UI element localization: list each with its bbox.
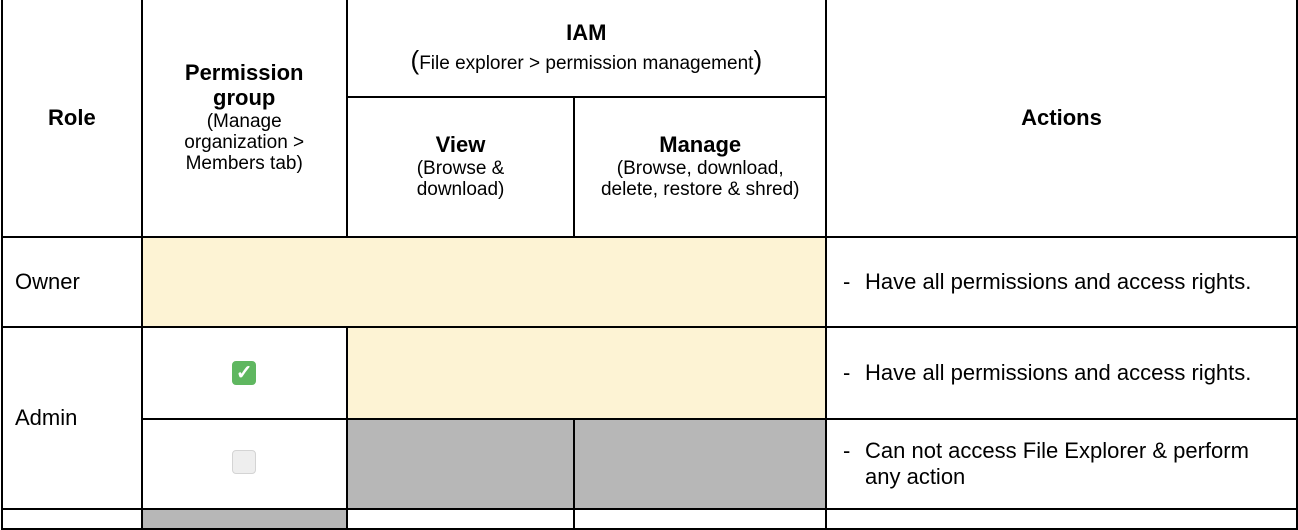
table-row-admin-checked: Admin ✓ -Have all permissions and access… <box>1 326 1298 510</box>
header-view: View (Browse & download) <box>345 96 576 238</box>
role-owner: Owner <box>1 236 143 328</box>
header-manage: Manage (Browse, download, delete, restor… <box>573 96 827 238</box>
next-row-cell-3 <box>345 508 576 530</box>
admin-iam-highlight <box>345 326 828 420</box>
header-role: Role <box>1 0 143 238</box>
next-row-cell-1 <box>1 508 143 530</box>
next-row-cell-4 <box>573 508 827 530</box>
admin-manage-disabled <box>573 418 827 510</box>
admin-permission-group-unchecked <box>140 418 348 510</box>
table-row-next <box>1 508 1298 530</box>
admin-permission-group-checked: ✓ <box>140 326 348 420</box>
header-iam-subtitle: (File explorer > permission management) <box>410 44 763 75</box>
table-row-admin-unchecked: -Can not access File Explorer & perform … <box>2 418 1298 510</box>
header-iam: IAM (File explorer > permission manageme… <box>345 0 828 98</box>
empty-box-icon <box>232 449 257 474</box>
owner-permissions-highlight <box>140 236 828 328</box>
role-admin: Admin <box>1 326 143 510</box>
header-actions: Actions <box>825 0 1298 238</box>
next-row-cell-2 <box>140 508 348 530</box>
table-row-owner: Owner -Have all permissions and access r… <box>1 236 1298 328</box>
admin-checked-action: -Have all permissions and access rights. <box>825 326 1298 420</box>
admin-view-disabled <box>345 418 576 510</box>
check-box-icon: ✓ <box>232 361 257 385</box>
admin-unchecked-action: -Can not access File Explorer & perform … <box>825 418 1298 510</box>
owner-action: -Have all permissions and access rights. <box>825 236 1298 328</box>
next-row-cell-5 <box>825 508 1298 530</box>
header-permission-group: Permission group (Manage organization > … <box>140 0 348 238</box>
